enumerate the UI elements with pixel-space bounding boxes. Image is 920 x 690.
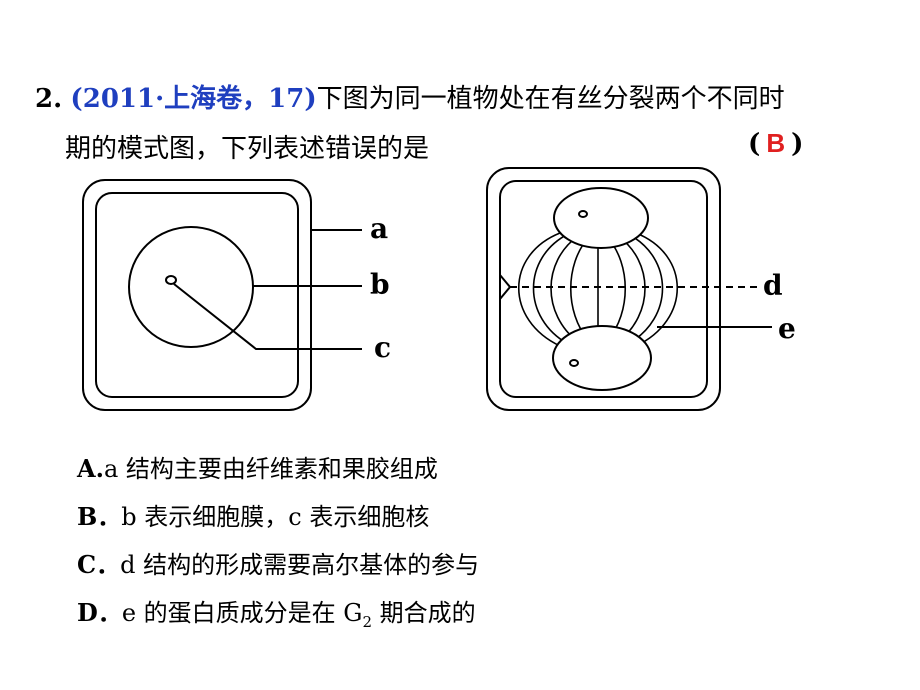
label-c: c xyxy=(374,331,391,364)
answer-bracket: (B) xyxy=(748,128,803,159)
nucleolus xyxy=(165,275,177,285)
cell-plate-edge xyxy=(499,274,512,300)
spindle-fibers xyxy=(517,232,679,347)
telophase-cell xyxy=(486,167,772,411)
option-d-text-after: 期合成的 xyxy=(372,599,476,627)
option-d-subscript: 2 xyxy=(362,612,372,631)
label-a: a xyxy=(370,212,388,245)
cell-membrane-inner-right xyxy=(499,180,708,398)
option-d-key: D． xyxy=(77,598,122,627)
label-e: e xyxy=(778,312,796,345)
interphase-cell xyxy=(82,179,362,411)
question-text-2: 期的模式图，下列表述错误的是 xyxy=(65,134,430,164)
pointer-c xyxy=(173,283,362,350)
option-c[interactable]: C．d 结构的形成需要高尔基体的参与 xyxy=(77,545,479,580)
question-text-1: 下图为同一植物处在有丝分裂两个不同时 xyxy=(316,84,785,114)
answer-letter: B xyxy=(766,128,786,158)
option-d-text: e 的蛋白质成分是在 G xyxy=(121,599,363,627)
nucleolus-top xyxy=(578,210,588,218)
label-d: d xyxy=(763,269,783,302)
answer-open: ( xyxy=(748,129,761,159)
daughter-nucleus-top xyxy=(553,187,649,249)
option-b-text: b 表示细胞膜，c 表示细胞核 xyxy=(121,503,430,531)
option-a-text: a 结构主要由纤维素和果胶组成 xyxy=(103,455,438,483)
option-a-key: A. xyxy=(77,454,104,483)
cell-wall-outer-right xyxy=(486,167,721,411)
option-c-text: d 结构的形成需要高尔基体的参与 xyxy=(120,551,480,579)
question-line-1: 2. (2011·上海卷，17)下图为同一植物处在有丝分裂两个不同时 xyxy=(35,78,785,115)
option-b-key: B． xyxy=(77,502,122,531)
daughter-nucleus-bottom xyxy=(552,325,652,391)
cell-wall-outer xyxy=(82,179,312,411)
label-b: b xyxy=(370,268,390,301)
cell-membrane-inner xyxy=(95,192,299,398)
question-line-2: 期的模式图，下列表述错误的是 xyxy=(65,128,429,165)
answer-close: ) xyxy=(791,129,804,159)
question-source: (2011·上海卷，17) xyxy=(70,84,317,114)
option-c-key: C． xyxy=(77,550,121,579)
nucleus xyxy=(128,226,254,348)
nucleolus-bottom xyxy=(569,359,579,367)
option-d[interactable]: D．e 的蛋白质成分是在 G2 期合成的 xyxy=(77,593,476,631)
option-b[interactable]: B．b 表示细胞膜，c 表示细胞核 xyxy=(77,497,429,532)
question-number: 2. xyxy=(35,84,63,114)
option-a[interactable]: A.a 结构主要由纤维素和果胶组成 xyxy=(77,449,438,484)
